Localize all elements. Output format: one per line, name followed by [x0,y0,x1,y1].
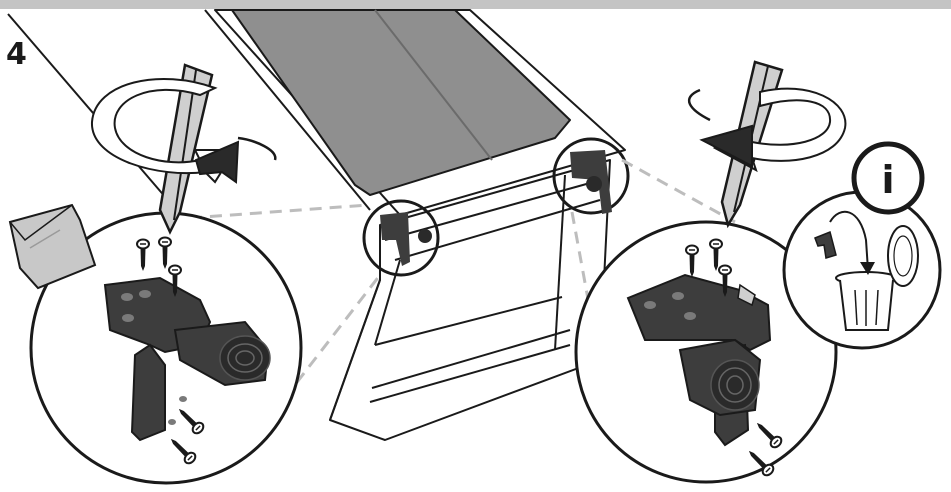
info-icon: i [851,141,925,215]
step-number: 4 [6,37,27,72]
hinge-detail-left-marker [362,199,440,277]
rotate-arrow-icon [90,77,277,184]
hinge-icon [103,276,271,442]
top-panel-glass [231,9,571,196]
info-detail: i [782,141,942,350]
top-bar [0,0,951,9]
right-detail [574,220,838,484]
screwdriver-icon [158,63,214,235]
rotate-arrow-right-icon [687,87,847,173]
info-letter: i [881,158,894,202]
bag-icon [8,203,97,290]
left-detail [29,211,303,485]
trash-bin-icon [835,225,919,331]
hinge-detail-right-marker [552,137,630,215]
leader-lines [189,158,736,431]
